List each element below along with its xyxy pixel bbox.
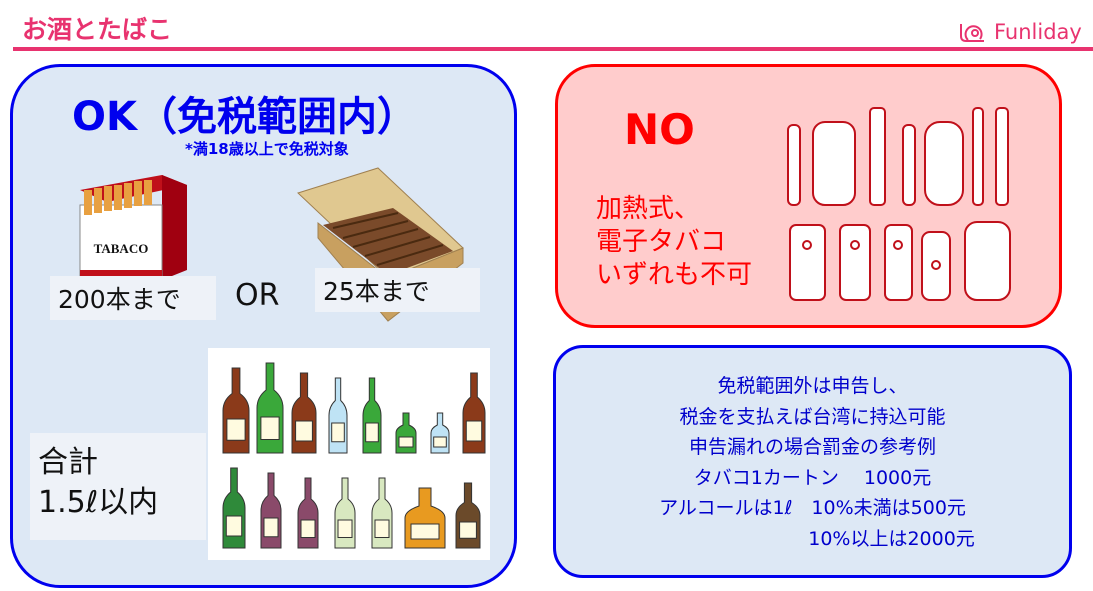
no-title: NO (624, 105, 695, 154)
no-line: いずれも不可 (596, 260, 753, 290)
cigarette-limit-label: 200本まで (50, 276, 216, 320)
bottle (462, 372, 486, 454)
bottle (328, 377, 348, 454)
bottle (455, 482, 481, 549)
penalty-info-panel: 免税範囲外は申告し、 税金を支払えば台湾に持込可能 申告漏れの場合罰金の参考例 … (553, 345, 1072, 578)
brand-logo: Funliday (958, 20, 1082, 44)
bottle (222, 367, 250, 454)
no-line: 加熱式、 (596, 194, 701, 224)
header-divider (13, 47, 1093, 51)
no-line: 電子タバコ (596, 227, 727, 257)
snail-logo-icon (960, 24, 984, 42)
cigar-limit-label: 25本まで (315, 268, 480, 312)
bottle (291, 372, 317, 454)
alcohol-bottles-image (208, 348, 490, 560)
info-line: 税金を支払えば台湾に持込可能 (679, 405, 946, 428)
no-description: 加熱式、 電子タバコ いずれも不可 (596, 193, 752, 292)
info-line: 免税範囲外は申告し、 (717, 375, 908, 397)
info-line: 申告漏れの場合罰金の参考例 (688, 436, 936, 458)
ok-title: OK（免税範囲内） (72, 94, 417, 140)
bottle (334, 477, 356, 549)
bottle (297, 477, 319, 549)
bottle (371, 477, 393, 549)
bottle (222, 467, 246, 549)
bottle (256, 362, 284, 454)
brand-name: Funliday (994, 20, 1082, 44)
info-line: アルコールは1ℓ 10%未満は500元 (659, 497, 966, 519)
bottle (404, 487, 446, 549)
heated-e-cigarette-devices-image (787, 107, 1011, 301)
bottle (395, 412, 417, 454)
bottle (260, 472, 282, 549)
total-line-2: 1.5ℓ以内 (38, 485, 159, 520)
page-title: お酒とたばこ (22, 15, 173, 44)
total-line-1: 合計 (38, 445, 98, 480)
or-text: OR (235, 278, 280, 313)
info-line: タバコ1カートン 1000元 (693, 466, 932, 489)
info-line: 10%以上は2000元 (650, 527, 975, 550)
ok-note: *満18歳以上で免税対象 (185, 140, 349, 158)
bottle (430, 412, 450, 454)
alcohol-limit-label: 合計 1.5ℓ以内 (30, 433, 206, 540)
pack-text: TABACO (94, 241, 149, 256)
bottle (362, 377, 382, 454)
